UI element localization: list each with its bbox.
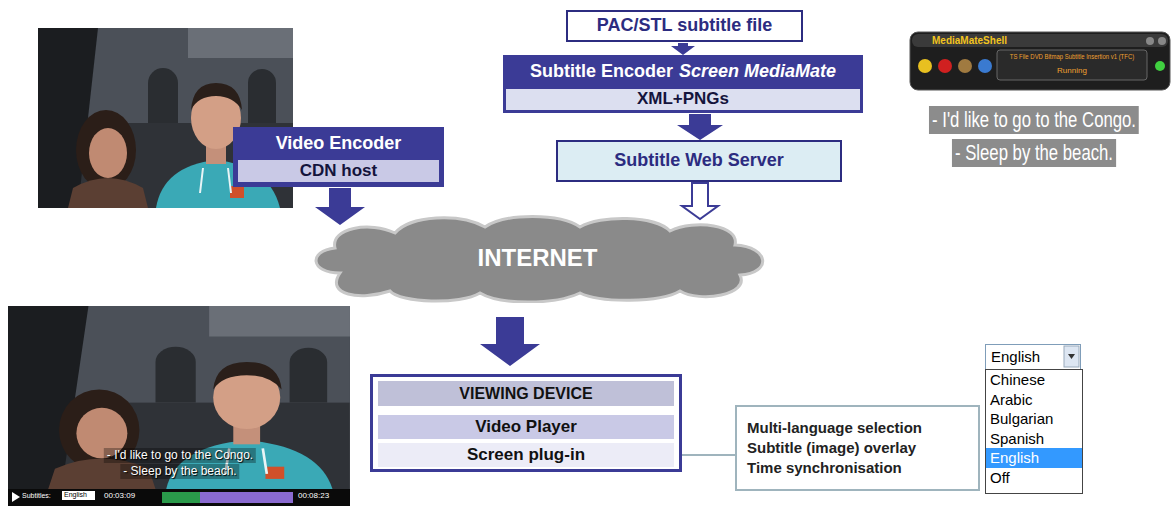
select-ground xyxy=(985,344,1081,370)
text-area: VIEWING DEVICE xyxy=(378,381,674,406)
time-code: 00:08:23 xyxy=(298,491,329,501)
host-band: CDN host xyxy=(238,160,439,182)
window-button xyxy=(1158,37,1166,45)
block-arrow xyxy=(677,114,723,140)
node-text: Off xyxy=(986,468,1082,488)
video-still xyxy=(8,306,350,489)
subtitle-image: - I'd like to go to the Congo. xyxy=(929,106,1139,134)
text-area: Video Encoder xyxy=(233,127,444,160)
device-box: VIEWING DEVICE Video PlayerScreen plug-in xyxy=(370,374,682,472)
player-band: Video Player xyxy=(378,415,674,439)
feature-callout: Multi-language selectionSubtitle (image)… xyxy=(735,405,980,491)
node-text: Multi-language selection xyxy=(747,418,922,438)
node-text: CDN host xyxy=(300,161,377,181)
block-arrow xyxy=(682,183,718,219)
play-icon xyxy=(12,492,20,502)
time-code: 00:03:09 xyxy=(104,491,135,501)
app-window xyxy=(910,32,1170,90)
status-text: Running xyxy=(1057,66,1087,76)
output-band: XML+PNGs xyxy=(506,89,860,110)
text-area: Subtitle Encoder Screen MediaMate xyxy=(503,55,863,88)
window-title: MediaMateShell xyxy=(932,35,1007,48)
encoder-box: Video EncoderCDN host xyxy=(233,127,444,187)
internet-cloud: INTERNET xyxy=(300,213,775,303)
node-text: XML+PNGs xyxy=(637,89,729,109)
node-text: English xyxy=(986,448,1082,468)
node-text: Subtitle Web Server xyxy=(614,150,784,172)
node-text: PAC/STL subtitle file xyxy=(597,15,772,37)
file-box: PAC/STL subtitle file xyxy=(566,10,803,42)
node-text: Time synchronisation xyxy=(747,458,902,478)
app-button xyxy=(978,59,992,73)
node-text: Subtitle (image) overlay xyxy=(747,438,916,458)
block-arrow xyxy=(480,317,540,366)
subtitle-image: - Sleep by the beach. xyxy=(952,139,1116,167)
cloud-outline xyxy=(316,217,763,303)
node-text: Screen plug-in xyxy=(467,445,585,465)
progress-played xyxy=(162,492,200,503)
node-text: Arabic xyxy=(986,390,1082,410)
server-box: Subtitle Web Server xyxy=(556,140,842,182)
node-text: INTERNET xyxy=(478,244,598,273)
subtitle-overlay: - I'd like to go to the Congo. xyxy=(104,448,256,463)
text-area: INTERNET xyxy=(300,213,775,303)
player-label: Subtitles: xyxy=(22,492,51,501)
node-text: Spanish xyxy=(986,429,1082,449)
text-area: Multi-language selectionSubtitle (image)… xyxy=(737,407,978,489)
status-light xyxy=(1155,61,1165,71)
text-area: English xyxy=(986,345,1080,369)
node-text: Bulgarian xyxy=(986,409,1082,429)
plugin-band: Screen plug-in xyxy=(378,443,674,467)
node-text: English xyxy=(991,348,1040,366)
subtitle-overlay: - Sleep by the beach. xyxy=(120,464,239,479)
text-area: PAC/STL subtitle file xyxy=(568,12,801,40)
language-select: English xyxy=(985,344,1081,370)
node-text: Chinese xyxy=(986,370,1082,390)
text-area: Video Player xyxy=(378,415,674,439)
player-select: English xyxy=(62,491,95,500)
title-bar xyxy=(912,34,1168,47)
player-bar xyxy=(8,489,350,506)
status-panel xyxy=(997,50,1147,80)
status-text: TS File DVD Bitmap Subtitle Insertion v1… xyxy=(1010,53,1134,62)
window-button xyxy=(1146,37,1154,45)
select-arrow xyxy=(1068,354,1075,359)
progress-buffered xyxy=(200,492,293,503)
language-list: ChineseArabicBulgarianSpanishEnglishOff xyxy=(985,369,1083,494)
encoder-box: Subtitle Encoder Screen MediaMateXML+PNGs xyxy=(503,55,863,113)
select-button xyxy=(1064,346,1079,367)
app-button xyxy=(958,59,972,73)
block-arrow xyxy=(671,43,695,55)
text-area: CDN host xyxy=(238,160,439,182)
app-button xyxy=(938,59,952,73)
text-area: ChineseArabicBulgarianSpanishEnglishOff xyxy=(986,370,1082,493)
leader-line xyxy=(674,454,735,456)
node-text: Video Player xyxy=(475,417,577,437)
node-text: VIEWING DEVICE xyxy=(459,384,592,403)
node-text: Video Encoder xyxy=(276,133,402,155)
text-area: Subtitle Web Server xyxy=(558,142,840,180)
block-arrow xyxy=(315,188,365,225)
text-area: Screen plug-in xyxy=(378,443,674,467)
node-text: Screen MediaMate xyxy=(679,61,836,83)
text-area: XML+PNGs xyxy=(506,89,860,110)
app-button xyxy=(918,59,932,73)
node-text: Subtitle Encoder xyxy=(530,61,673,83)
